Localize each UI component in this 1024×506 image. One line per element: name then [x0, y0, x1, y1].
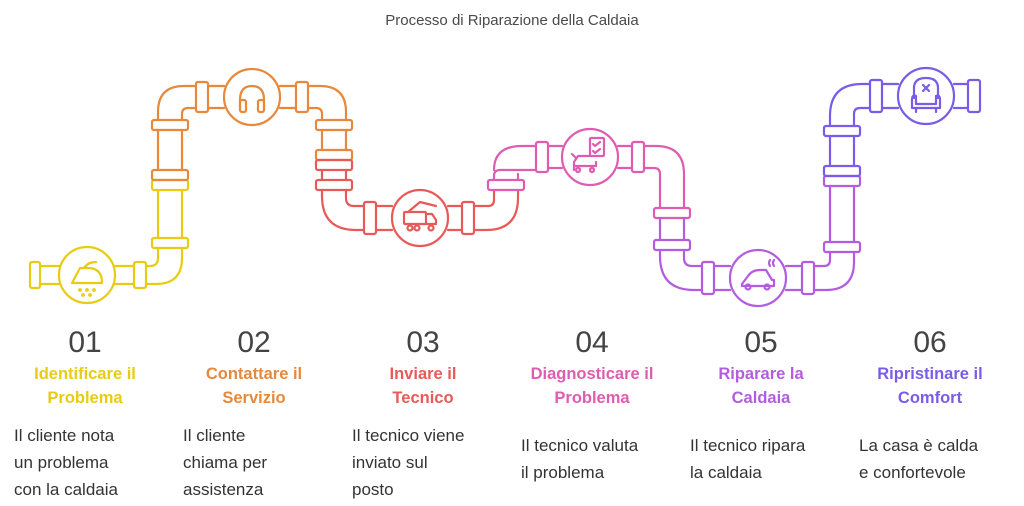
pipe-segment-5	[652, 174, 862, 308]
step-number: 03	[406, 326, 440, 359]
pipe-segment-3	[314, 158, 520, 248]
step-number: 02	[237, 326, 271, 359]
pipe-diagram	[28, 66, 982, 308]
diagram-title: Processo di Riparazione della Caldaia	[385, 12, 639, 29]
pipe-segment-2	[150, 67, 354, 182]
car-checklist-icon	[570, 136, 606, 174]
pipe-segment-6	[822, 66, 982, 178]
step-number: 06	[913, 326, 947, 359]
iron-icon	[70, 260, 104, 297]
step-number: 04	[575, 326, 609, 359]
step-number: 05	[744, 326, 778, 359]
pipe-segment-1	[28, 178, 190, 305]
step-number: 01	[68, 326, 102, 359]
headphones-icon	[238, 84, 266, 114]
pipe-segment-4	[486, 127, 692, 220]
tow-truck-icon	[402, 200, 438, 232]
car-smoke-icon	[740, 258, 776, 291]
armchair-icon	[910, 76, 942, 114]
